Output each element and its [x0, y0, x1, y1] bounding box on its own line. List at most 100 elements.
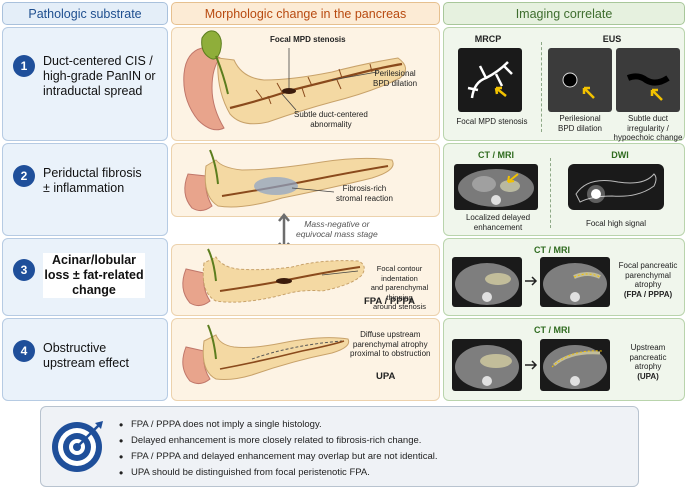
target-icon [52, 421, 103, 472]
eus-image-2 [616, 48, 680, 112]
row4-imaging-caption: Upstream pancreatic atrophy (UPA) [616, 343, 680, 381]
eus-caption-2-line1: Subtle duct [627, 114, 669, 123]
row3-line2: loss ± fat-related [44, 268, 144, 282]
eus-caption-2-line3: hypoechoic change [613, 133, 683, 142]
row3-caption-line2: parenchymal [625, 270, 671, 280]
row3-ct-image-2 [540, 257, 610, 307]
row3-desc-line2: and parenchymal thinning [370, 283, 429, 302]
row3-morphology-box: Focal contour indentation and parenchyma… [171, 244, 440, 316]
mrcp-title: MRCP [474, 34, 502, 44]
row1-subtle-label: Subtle duct-centered abnormality [294, 110, 368, 129]
row3-ct-image-1 [452, 257, 522, 307]
row3-desc-line1: Focal contour indentation [376, 264, 423, 283]
row4-ct-image-1 [452, 339, 522, 391]
row4-line1: Obstructive [43, 341, 107, 355]
row3-arrow-right-icon [525, 276, 538, 286]
row2-fib-line2: stromal reaction [336, 193, 393, 203]
row4-description: Diffuse upstream parenchymal atrophy pro… [350, 330, 430, 359]
row2-dwi-caption: Focal high signal [585, 219, 647, 228]
row2-pancreas-illustration [184, 149, 394, 212]
row2-fib-line1: Fibrosis-rich [342, 184, 387, 193]
row1-number-badge: 1 [13, 55, 35, 77]
footer-bullet-1: FPA / PPPA does not imply a single histo… [119, 418, 322, 432]
footer-bullet-2: Delayed enhancement is more closely rela… [119, 434, 421, 448]
row3-ct-title: CT / MRI [534, 245, 570, 255]
eus-caption-1-line1: Perilesional [559, 114, 601, 123]
row3-fpa-tag: FPA / PPPA [364, 296, 416, 307]
row2-number-badge: 2 [13, 165, 35, 187]
row4-caption-line4: (UPA) [637, 371, 659, 381]
row1-focal-label: Focal MPD stenosis [270, 35, 346, 44]
mrcp-image [458, 48, 522, 112]
row2-ct-image [454, 164, 538, 210]
header-morphologic-change: Morphologic change in the pancreas [171, 2, 440, 25]
row4-number-badge: 4 [13, 340, 35, 362]
row1-pancreas-illustration [183, 30, 406, 131]
row3-caption-line3: atrophy [634, 280, 662, 289]
row3-substrate-box: 3 Acinar/lobular loss ± fat-related chan… [2, 238, 168, 316]
row3-caption-line4: (FPA / PPPA) [623, 289, 673, 299]
row2-ct-caption-line1: Localized delayed [465, 213, 531, 222]
row4-ct-title: CT / MRI [534, 325, 570, 335]
row1-peri-line1: Perilesional [374, 69, 416, 78]
row1-line1: Duct-centered CIS / [43, 54, 153, 68]
row4-desc-line3: proximal to obstruction [350, 349, 431, 358]
row1-perilesional-label: Perilesional BPD dilation [373, 69, 417, 88]
row1-line3: intraductal spread [43, 84, 143, 98]
row4-pancreas-illustration [182, 324, 350, 385]
row4-substrate-text: Obstructive upstream effect [43, 341, 165, 371]
row1-subtle-line1: Subtle duct-centered [294, 110, 368, 119]
footer-bullet-3: FPA / PPPA and delayed enhancement may o… [119, 450, 438, 464]
eus-caption-1-line2: BPD dilation [557, 123, 603, 133]
row1-imaging-box: MRCP EUS Focal MPD stenosis Perilesional… [443, 27, 685, 143]
row4-morphology-box: Diffuse upstream parenchymal atrophy pro… [171, 318, 440, 401]
row2-line1: Periductal fibrosis [43, 166, 142, 180]
row3-number-badge: 3 [13, 259, 35, 281]
mass-stage-label: Mass-negative or equivocal mass stage [296, 219, 378, 239]
row4-upa-tag: UPA [376, 371, 396, 382]
eus-caption-2: Subtle duct irregularity / hypoechoic ch… [612, 114, 684, 143]
row2-line2: ± inflammation [43, 181, 125, 195]
row3-desc-line3: around stenosis [373, 302, 426, 311]
row2-ct-caption-line2: enhancement [473, 222, 523, 232]
row3-line1: Acinar/lobular [51, 253, 137, 267]
row1-morphology-box: Focal MPD stenosis Perilesional BPD dila… [171, 27, 440, 141]
row4-desc-line2: parenchymal atrophy [352, 339, 428, 349]
row4-caption-line2: pancreatic [629, 352, 667, 362]
row3-line3: change [72, 283, 116, 297]
row2-ct-caption: Localized delayed enhancement [454, 213, 542, 232]
row2-morphology-box: Fibrosis-rich stromal reaction [171, 143, 440, 217]
row4-line2: upstream effect [43, 356, 129, 370]
row4-desc-line1: Diffuse upstream [360, 330, 421, 339]
row2-fibrosis-label: Fibrosis-rich stromal reaction [336, 184, 393, 203]
eus-caption-1: Perilesional BPD dilation [548, 114, 612, 133]
footer-bullet-4: UPA should be distinguished from focal p… [119, 466, 370, 480]
row2-imaging-box: CT / MRI DWI Localized delayed enhanceme… [443, 143, 685, 236]
row4-caption-line3: atrophy [634, 362, 662, 371]
row3-imaging-box: CT / MRI Focal pancreatic parenchymal at… [443, 238, 685, 316]
row4-arrow-right-icon [525, 360, 538, 370]
row3-imaging-caption: Focal pancreatic parenchymal atrophy (FP… [614, 261, 682, 299]
mass-stage-line2: equivocal mass stage [296, 228, 378, 239]
row1-divider [541, 42, 542, 132]
row2-divider [550, 158, 551, 228]
row3-description: Focal contour indentation and parenchyma… [360, 264, 439, 312]
row3-pancreas-illustration [182, 248, 365, 307]
row1-substrate-box: 1 Duct-centered CIS / high-grade PanIN o… [2, 27, 168, 141]
eus-caption-2-line2: irregularity / [627, 123, 669, 133]
row4-substrate-box: 4 Obstructive upstream effect [2, 318, 168, 401]
row2-ct-title: CT / MRI [478, 150, 514, 160]
row1-peri-line2: BPD dilation [373, 78, 418, 88]
row2-dwi-title: DWI [611, 150, 629, 160]
row4-caption-line1: Upstream [630, 343, 666, 352]
row1-subtle-line2: abnormality [310, 119, 352, 129]
summary-box: FPA / PPPA does not imply a single histo… [40, 406, 639, 487]
row4-ct-image-2 [540, 339, 610, 391]
mrcp-caption: Focal MPD stenosis [456, 117, 528, 126]
row2-dwi-image [568, 164, 664, 210]
eus-title: EUS [602, 34, 622, 44]
row2-substrate-text: Periductal fibrosis ± inflammation [43, 166, 165, 196]
header-imaging-correlate: Imaging correlate [443, 2, 685, 25]
mass-stage-line1: Mass-negative or [304, 219, 370, 229]
header-pathologic-substrate: Pathologic substrate [2, 2, 168, 25]
